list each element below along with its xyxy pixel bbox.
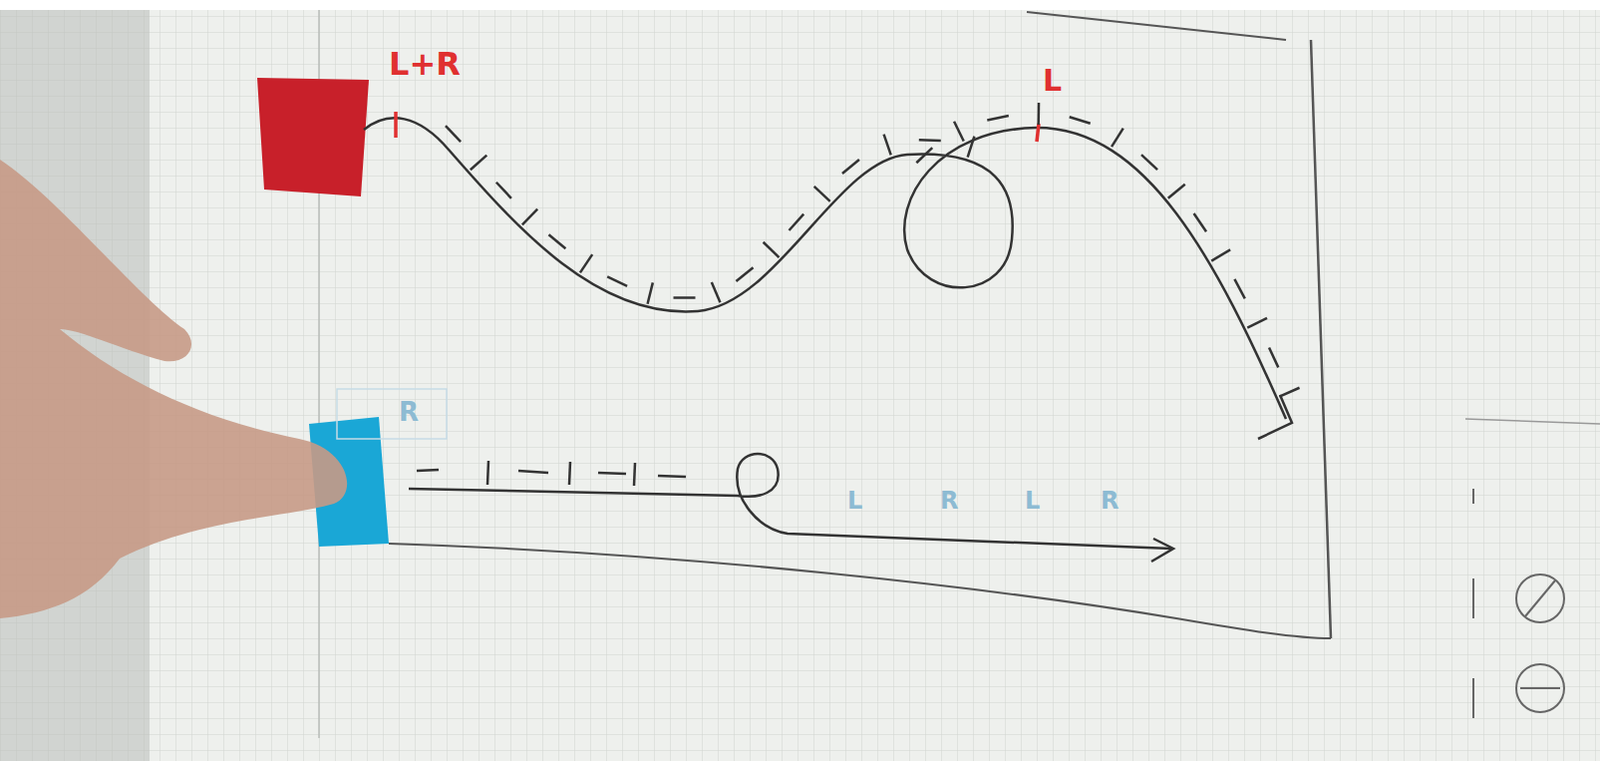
tick-mark <box>986 115 1009 120</box>
tick-mark <box>1269 346 1279 367</box>
finger <box>0 159 347 619</box>
tick-mark <box>1141 154 1158 170</box>
track-label: R <box>1100 488 1119 513</box>
tick-mark <box>1211 249 1231 261</box>
tick-mark <box>1194 213 1207 232</box>
tick-mark <box>580 254 593 273</box>
sheet-edge <box>1310 39 1331 639</box>
red-tick <box>1036 123 1039 142</box>
tick-mark <box>919 138 942 142</box>
tick-mark <box>954 121 964 142</box>
tick-mark <box>1279 387 1299 397</box>
sheet-edge <box>1026 11 1286 40</box>
tick-mark <box>1168 184 1186 199</box>
tick-mark <box>1036 102 1040 125</box>
red-tick <box>393 111 398 138</box>
tick-mark <box>445 125 461 142</box>
track-line <box>408 453 1172 549</box>
track-label: L <box>1042 65 1062 96</box>
tick-mark <box>842 159 860 174</box>
tick-mark <box>916 147 933 163</box>
tick-mark <box>789 214 805 231</box>
tick-mark <box>496 182 512 199</box>
faint-box <box>336 388 447 439</box>
track-label: L <box>847 488 863 513</box>
track-label: L+R <box>388 47 461 80</box>
tick-mark <box>673 296 696 300</box>
track-line <box>363 117 1286 419</box>
tick-marks <box>445 102 1300 397</box>
arrow-head <box>1258 394 1292 439</box>
arrow-head <box>1151 538 1174 562</box>
sheet-edge <box>388 543 1331 639</box>
track-label: R <box>398 398 419 425</box>
tick-mark <box>814 186 831 202</box>
margin-marks <box>1473 488 1565 718</box>
top-strip <box>0 0 1600 10</box>
tick-mark <box>763 242 780 258</box>
tick-mark <box>1111 128 1124 148</box>
tick-mark <box>884 134 892 156</box>
tick-mark <box>1069 116 1091 124</box>
tick-mark <box>1247 318 1268 328</box>
tick-marks <box>416 460 686 486</box>
tick-mark <box>711 282 721 303</box>
red-block <box>257 77 369 197</box>
tick-mark <box>647 282 653 304</box>
tick-mark <box>470 155 487 171</box>
tick-mark <box>548 234 566 249</box>
tick-mark <box>967 136 975 158</box>
tick-mark <box>522 209 538 226</box>
track-label: R <box>940 488 959 513</box>
track-label: L <box>1024 488 1040 513</box>
sheet-edge <box>1465 418 1600 424</box>
tick-mark <box>607 276 628 286</box>
tick-mark <box>735 267 753 282</box>
tick-mark <box>1234 279 1245 299</box>
